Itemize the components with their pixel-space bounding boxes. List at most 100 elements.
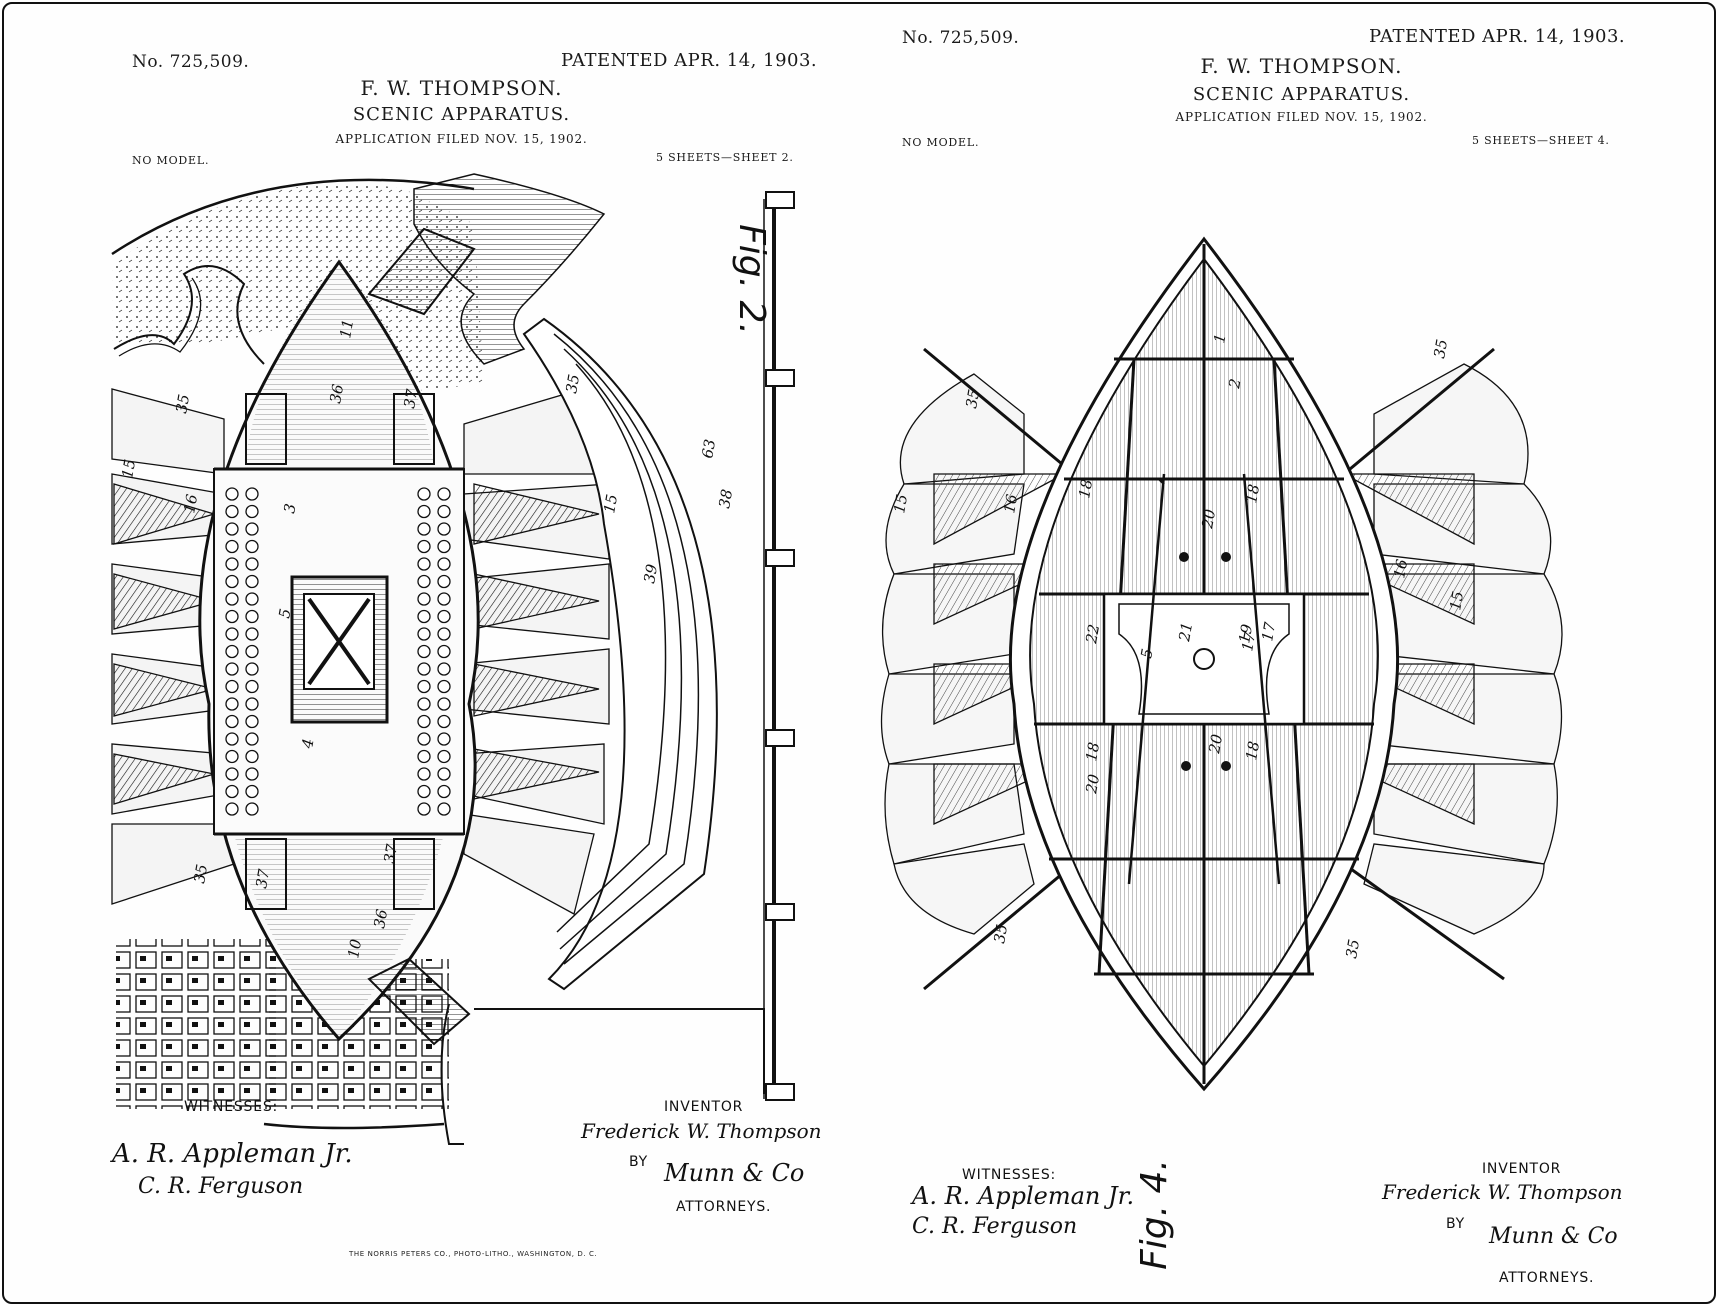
patent-number: No. 725,509. <box>132 52 250 72</box>
reference-numeral: 35 <box>1342 938 1363 960</box>
seat <box>437 644 451 659</box>
reference-numeral: 18 <box>1082 741 1103 763</box>
seat <box>225 609 239 624</box>
reference-numeral: 37 <box>252 867 273 889</box>
inventor-label: INVENTOR <box>664 1099 744 1115</box>
seat <box>245 714 259 729</box>
seat <box>437 697 451 711</box>
seat <box>417 784 431 799</box>
reference-numeral: 15 <box>118 458 139 480</box>
seat <box>417 662 431 676</box>
reference-numeral: 2 <box>1225 377 1245 391</box>
reference-numeral: 18 <box>1075 478 1096 500</box>
seat <box>225 732 239 746</box>
seat <box>417 679 431 694</box>
witness-signature-1: A. R. Appleman Jr. <box>112 1139 353 1169</box>
seat <box>417 487 431 501</box>
inventor-header: F. W. THOMPSON. <box>1200 54 1403 78</box>
seat <box>417 802 431 816</box>
model-note: NO MODEL. <box>902 136 980 149</box>
sheet-count: 5 SHEETS—SHEET 4. <box>1472 134 1610 147</box>
reference-numeral: 16 <box>1000 492 1021 514</box>
reference-numeral: 5 <box>275 607 294 620</box>
river <box>113 265 265 365</box>
witness-signature-1: A. R. Appleman Jr. <box>912 1182 1135 1210</box>
seat <box>245 802 259 816</box>
seat <box>417 714 431 729</box>
seat <box>225 767 239 781</box>
seat <box>437 487 451 501</box>
seat <box>437 504 451 519</box>
seat <box>417 574 431 589</box>
inventor-label: INVENTOR <box>1482 1161 1562 1177</box>
seat <box>437 784 451 799</box>
seat <box>417 749 431 764</box>
patent-sheet-left: No. 725,509. PATENTED APR. 14, 1903. F. … <box>4 4 859 1302</box>
seat <box>437 714 451 729</box>
model-note: NO MODEL. <box>132 154 210 167</box>
reference-numeral: 1 <box>1210 332 1229 345</box>
seat <box>245 627 259 641</box>
seat <box>245 697 259 711</box>
seat <box>437 662 451 676</box>
seat <box>437 627 451 641</box>
seat <box>225 504 239 519</box>
seat <box>245 487 259 501</box>
seat <box>245 784 259 799</box>
seat <box>245 592 259 606</box>
seat <box>245 609 259 624</box>
seat <box>245 522 259 536</box>
seat <box>245 749 259 764</box>
seat <box>437 767 451 781</box>
reference-numeral: 35 <box>962 388 983 410</box>
reference-numeral: 37 <box>400 387 421 409</box>
witness-signature-2: C. R. Ferguson <box>912 1214 1078 1239</box>
river-estuary <box>413 173 606 365</box>
patent-title: SCENIC APPARATUS. <box>352 104 571 125</box>
seat <box>225 574 239 589</box>
seat <box>417 732 431 746</box>
reference-numeral: 4 <box>298 737 318 751</box>
patent-number: No. 725,509. <box>902 28 1020 48</box>
reference-numeral: 39 <box>640 562 661 584</box>
reference-numeral: 38 <box>715 488 736 510</box>
central-pivot <box>1193 648 1215 670</box>
seat <box>225 592 239 606</box>
rail-posts <box>765 191 795 1101</box>
seat <box>417 644 431 659</box>
fans-left <box>880 373 1065 935</box>
patent-title: SCENIC APPARATUS. <box>1192 84 1411 105</box>
city-map <box>116 939 276 1109</box>
seat <box>245 732 259 746</box>
seat <box>225 697 239 711</box>
seat <box>245 767 259 781</box>
seat <box>245 539 259 554</box>
inventor-header: F. W. THOMPSON. <box>360 76 563 100</box>
by-label: BY <box>1446 1216 1465 1232</box>
witness-signature-2: C. R. Ferguson <box>138 1174 304 1199</box>
reference-numeral: 18 <box>1242 740 1263 762</box>
reference-numeral: 11 <box>336 318 357 340</box>
seat <box>437 732 451 746</box>
reference-numeral: 5 <box>1137 647 1156 660</box>
seat <box>437 574 451 589</box>
reference-numeral: 37 <box>380 842 401 864</box>
reference-numeral: 20 <box>1198 507 1219 530</box>
witnesses-label: WITNESSES: <box>184 1099 279 1115</box>
reference-numeral: 35 <box>990 923 1011 945</box>
seat-rows <box>225 487 451 816</box>
seat <box>225 487 239 501</box>
seat <box>245 662 259 676</box>
panorama-arc-top <box>111 178 475 256</box>
seat <box>245 644 259 659</box>
application-line: APPLICATION FILED NOV. 15, 1902. <box>335 132 588 146</box>
seat <box>245 679 259 694</box>
seat <box>225 522 239 536</box>
patent-date: PATENTED APR. 14, 1903. <box>561 50 818 71</box>
seat <box>225 557 239 571</box>
seat <box>225 627 239 641</box>
seat <box>417 557 431 571</box>
